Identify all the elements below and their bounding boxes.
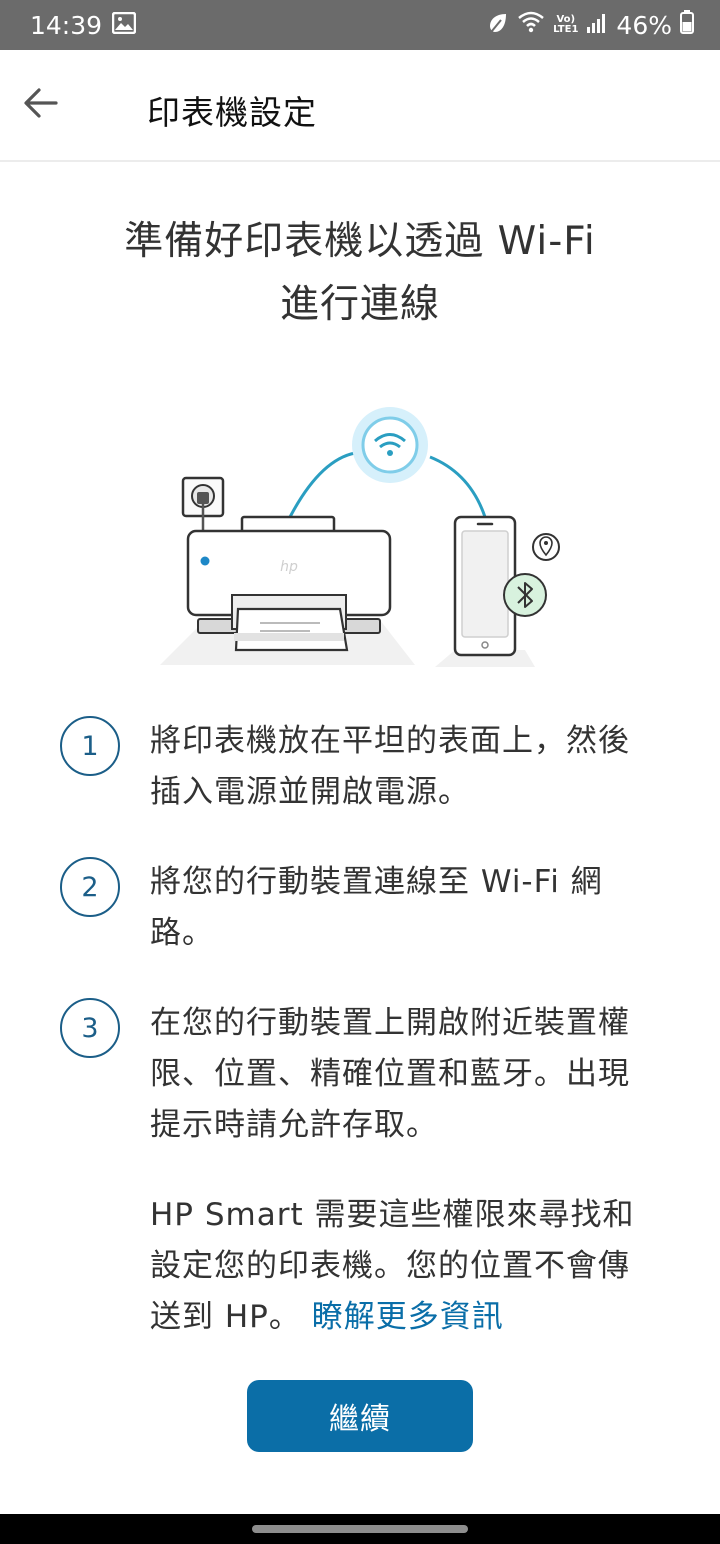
phone-wifi-arc bbox=[429, 455, 487, 518]
step-number-circle: 2 bbox=[60, 857, 120, 917]
wifi-icon bbox=[352, 407, 428, 483]
status-bar: 14:39 Vo) LTE1 bbox=[0, 0, 720, 50]
step-number-circle: 3 bbox=[60, 998, 120, 1058]
network-type: Vo) LTE1 bbox=[553, 15, 578, 35]
printer-icon: hp bbox=[186, 515, 392, 652]
app-bar: 印表機設定 bbox=[0, 50, 720, 162]
learn-more-link[interactable]: 瞭解更多資訊 bbox=[311, 1299, 504, 1335]
printer-logo: hp bbox=[280, 559, 298, 575]
heading-line-2: 進行連線 bbox=[279, 282, 440, 327]
step-text: 將您的行動裝置連線至 Wi-Fi 網路。 bbox=[150, 864, 603, 951]
power-outlet-icon bbox=[181, 476, 225, 540]
setup-heading: 準備好印表機以透過 Wi-Fi 進行連線 bbox=[40, 210, 680, 336]
battery-icon bbox=[680, 10, 694, 40]
arrow-left-icon bbox=[24, 88, 58, 118]
home-gesture-handle[interactable] bbox=[252, 1525, 468, 1533]
step-number-circle: 1 bbox=[60, 716, 120, 776]
status-bar-right: Vo) LTE1 46% bbox=[487, 10, 694, 40]
signal-icon bbox=[586, 11, 608, 40]
network-type-bottom: LTE1 bbox=[553, 24, 579, 35]
setup-illustration: hp bbox=[150, 395, 570, 675]
status-bar-left: 14:39 bbox=[30, 10, 137, 40]
continue-button[interactable]: 繼續 bbox=[247, 1380, 473, 1452]
printer-wifi-arc bbox=[288, 451, 356, 518]
permissions-note-text: HP Smart 需要這些權限來尋找和設定您的印表機。您的位置不會傳送到 HP。 bbox=[150, 1197, 635, 1335]
bluetooth-icon bbox=[503, 573, 547, 617]
network-type-top: Vo) bbox=[556, 14, 576, 25]
image-icon bbox=[111, 11, 137, 40]
location-pin-icon bbox=[532, 533, 560, 561]
navigation-bar bbox=[0, 1514, 720, 1544]
back-button[interactable] bbox=[18, 80, 64, 126]
step-text: 在您的行動裝置上開啟附近裝置權限、位置、精確位置和藍牙。出現提示時請允許存取。 bbox=[150, 1005, 630, 1143]
step-text: 將印表機放在平坦的表面上，然後插入電源並開啟電源。 bbox=[150, 723, 630, 810]
permissions-note: HP Smart 需要這些權限來尋找和設定您的印表機。您的位置不會傳送到 HP。… bbox=[150, 1190, 645, 1343]
status-time: 14:39 bbox=[30, 10, 103, 40]
page-title: 印表機設定 bbox=[147, 93, 317, 132]
leaf-icon bbox=[487, 11, 509, 40]
battery-level: 46% bbox=[616, 10, 672, 40]
wifi-icon bbox=[517, 10, 545, 40]
heading-line-1: 準備好印表機以透過 Wi-Fi bbox=[124, 219, 596, 264]
